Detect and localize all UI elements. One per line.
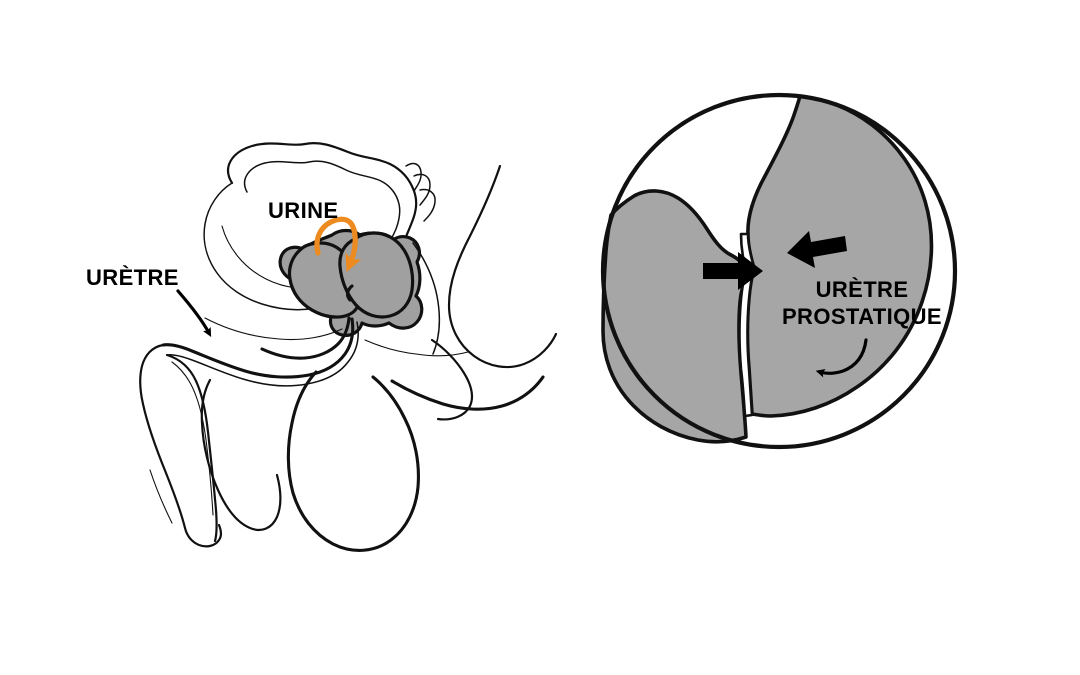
bladder-outer-wall	[226, 142, 418, 244]
prostatic-urethra-pointer-arrow	[815, 338, 868, 378]
pelvic-wall-right	[447, 164, 558, 369]
prostate-inter-lobe-notch	[346, 284, 354, 302]
pelvic-floor-line	[390, 375, 545, 411]
prostatic-urethra-label-line1: URÈTRE	[816, 277, 909, 302]
perineal-outline	[430, 338, 474, 421]
urethra-pointer-arrow	[176, 289, 212, 337]
penis-ventral-contour	[165, 353, 218, 543]
scrotum-left-contour	[200, 378, 282, 532]
left-compression-arrow	[703, 252, 763, 290]
bladder-fold-a	[405, 162, 422, 192]
urine-flow-arrow	[314, 216, 362, 272]
right-compression-arrow	[787, 231, 847, 268]
urethra-label: URÈTRE	[86, 265, 179, 290]
urethra-prostatic-segment	[260, 316, 351, 360]
penis-glans	[183, 523, 222, 548]
bladder-lower-body	[203, 182, 317, 311]
bladder-fold-b	[413, 173, 431, 206]
urethra-channel-outer	[161, 317, 355, 379]
prostatic-urethra-label-line2: PROSTATIQUE	[782, 304, 942, 329]
bladder-inner-wall	[243, 160, 401, 247]
bladder-neck-underline	[204, 317, 343, 341]
penis-dorsal-contour	[139, 343, 187, 530]
penis-inner-septum	[171, 361, 214, 516]
corpus-spongiosum-line	[364, 339, 469, 357]
bladder-fold-c	[419, 188, 436, 222]
urine-label: URINE	[268, 198, 338, 223]
cross-section-circle-border	[600, 92, 958, 450]
right-panel-cross-section: URÈTRE PROSTATIQUE	[600, 92, 958, 450]
urethra-channel-inner	[166, 321, 359, 387]
left-panel-sagittal: URINE URÈTRE	[86, 142, 558, 552]
penis-inner-crease	[149, 469, 173, 524]
scrotum-right-contour	[286, 370, 420, 552]
right-pelvic-interior	[412, 242, 441, 355]
